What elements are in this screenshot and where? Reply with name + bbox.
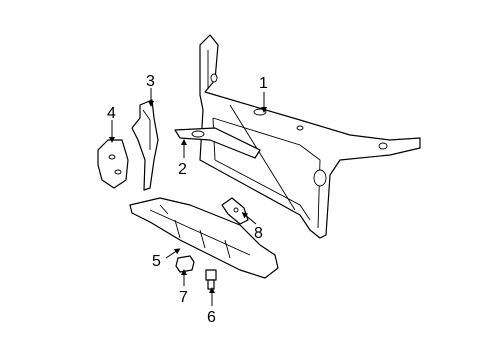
- clip: [175, 255, 195, 273]
- callout-3: 3: [146, 73, 155, 90]
- callout-1: 1: [259, 75, 268, 92]
- callout-8: 8: [254, 225, 263, 242]
- callout-5: 5: [152, 253, 161, 270]
- leader-5: [165, 248, 181, 259]
- leader-8: [241, 212, 257, 225]
- left-support-bracket: [174, 127, 261, 159]
- baffle-upper: [131, 99, 159, 191]
- callout-7: 7: [179, 289, 188, 306]
- callout-2: 2: [178, 161, 187, 178]
- small-bracket: [221, 197, 249, 225]
- bolt: [205, 269, 217, 290]
- air-deflector: [129, 197, 279, 279]
- callout-4: 4: [107, 105, 116, 122]
- side-seal: [97, 139, 129, 189]
- callout-6: 6: [207, 309, 216, 326]
